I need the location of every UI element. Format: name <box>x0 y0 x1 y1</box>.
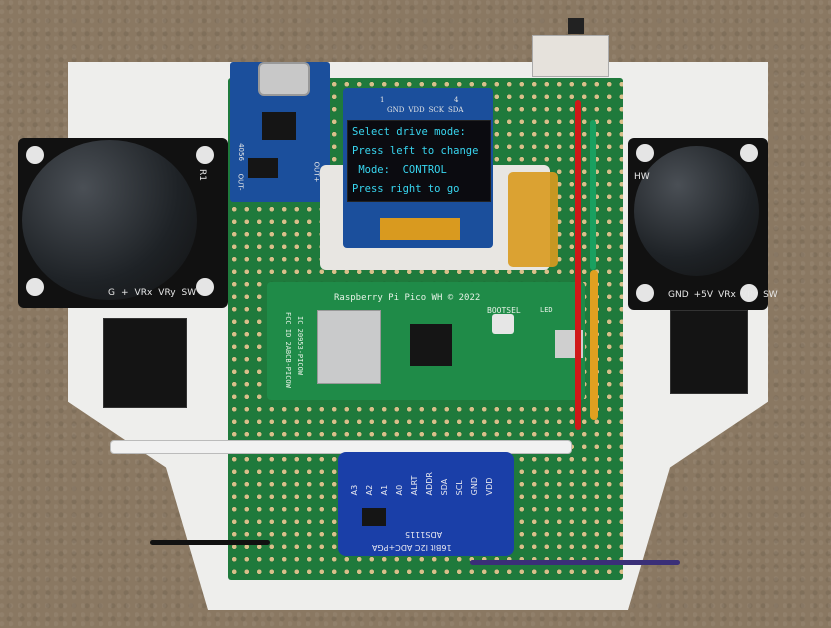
right-joystick-header <box>670 310 748 394</box>
green-wire <box>590 120 596 270</box>
red-wire <box>575 100 581 430</box>
pin-label: G <box>108 288 115 298</box>
oled-pin-sda: SDA <box>448 106 464 114</box>
ads-pin-a0: A0 <box>395 484 404 496</box>
usb-c-port <box>258 62 310 96</box>
pico-wifi-shield <box>317 310 381 384</box>
ads-pin-a2: A2 <box>365 484 374 496</box>
right-joystick-knob <box>634 146 759 276</box>
pin-label: VRy <box>158 288 176 298</box>
right-joystick-label: HW <box>634 172 650 182</box>
pico-bootsel-label: BOOTSEL <box>487 306 521 315</box>
pico-ic-id: IC 20953-PICOW <box>296 316 304 376</box>
pin-label: GND <box>668 290 689 300</box>
left-joystick-header <box>103 318 187 408</box>
black-wire <box>150 540 270 545</box>
oled-line-3: Mode: CONTROL <box>352 164 447 176</box>
orange-wire <box>590 270 598 420</box>
purple-wire <box>470 560 680 565</box>
ads-pin-alrt: ALRT <box>410 475 419 496</box>
charger-label-4056: 4056 <box>236 143 245 161</box>
charger-ic <box>262 112 296 140</box>
pin-label: VRx <box>134 288 153 298</box>
slide-switch <box>532 35 609 77</box>
ads1115-pin-labels: A3 A2 A1 A0 ALRT ADDR SDA SCL GND VDD <box>350 472 494 495</box>
ads-pin-vdd: VDD <box>485 477 494 496</box>
ads1115-chip <box>362 508 386 526</box>
ads-pin-scl: SCL <box>455 480 464 496</box>
pin-label: +5V <box>693 290 714 300</box>
oled-pin-vdd: VDD <box>408 106 425 114</box>
ads-pin-gnd: GND <box>470 477 479 496</box>
pin-label: VRy <box>740 290 759 300</box>
right-joystick-pins: GND +5V VRx VRy SW <box>668 290 778 300</box>
oled-line-1: Select drive mode: <box>352 126 466 138</box>
oled-line-4: Press right to go <box>352 183 460 195</box>
left-joystick-pins: G + VRx VRy SW <box>108 288 196 298</box>
battery-tape <box>508 172 558 267</box>
oled-pin-labels: GND VDD SCK SDA <box>387 106 463 114</box>
pico-fcc-id: FCC ID 2ABCB-PICOW <box>284 312 292 388</box>
pin-label: SW <box>763 290 778 300</box>
ads1115-chip-name: ADS1115 <box>405 530 443 539</box>
slide-switch-knob <box>568 18 584 34</box>
pin-label: VRx <box>718 290 736 300</box>
pico-led-label: LED <box>540 306 553 314</box>
oled-pin-gnd: GND <box>387 106 405 114</box>
pin-label: + <box>120 288 129 298</box>
oled-pin-number-4: 4 <box>454 96 459 104</box>
left-joystick-label: R1 <box>196 169 207 181</box>
protection-ic <box>248 158 278 178</box>
pico-title: Raspberry Pi Pico WH © 2022 <box>334 293 481 303</box>
ads-pin-sda: SDA <box>440 478 449 496</box>
oled-pin-sck: SCK <box>428 106 445 114</box>
ads1115-adc-board <box>338 452 514 556</box>
ads-pin-a3: A3 <box>350 484 359 496</box>
rp2040-chip <box>410 324 452 366</box>
bootsel-button <box>492 314 514 334</box>
oled-line-2: Press left to change <box>352 145 479 157</box>
pin-label: SW <box>181 288 197 298</box>
ads1115-subtitle: 16Bit I2C ADC+PGA <box>372 543 452 552</box>
oled-flex-cable <box>380 218 460 240</box>
ads-pin-a1: A1 <box>380 484 389 496</box>
oled-pin-number-1: 1 <box>380 96 385 104</box>
charger-label-out-minus: OUT- <box>236 173 245 191</box>
left-joystick-knob <box>22 140 197 300</box>
ads-pin-addr: ADDR <box>425 472 434 496</box>
oled-screen: Select drive mode: Press left to change … <box>347 120 491 202</box>
